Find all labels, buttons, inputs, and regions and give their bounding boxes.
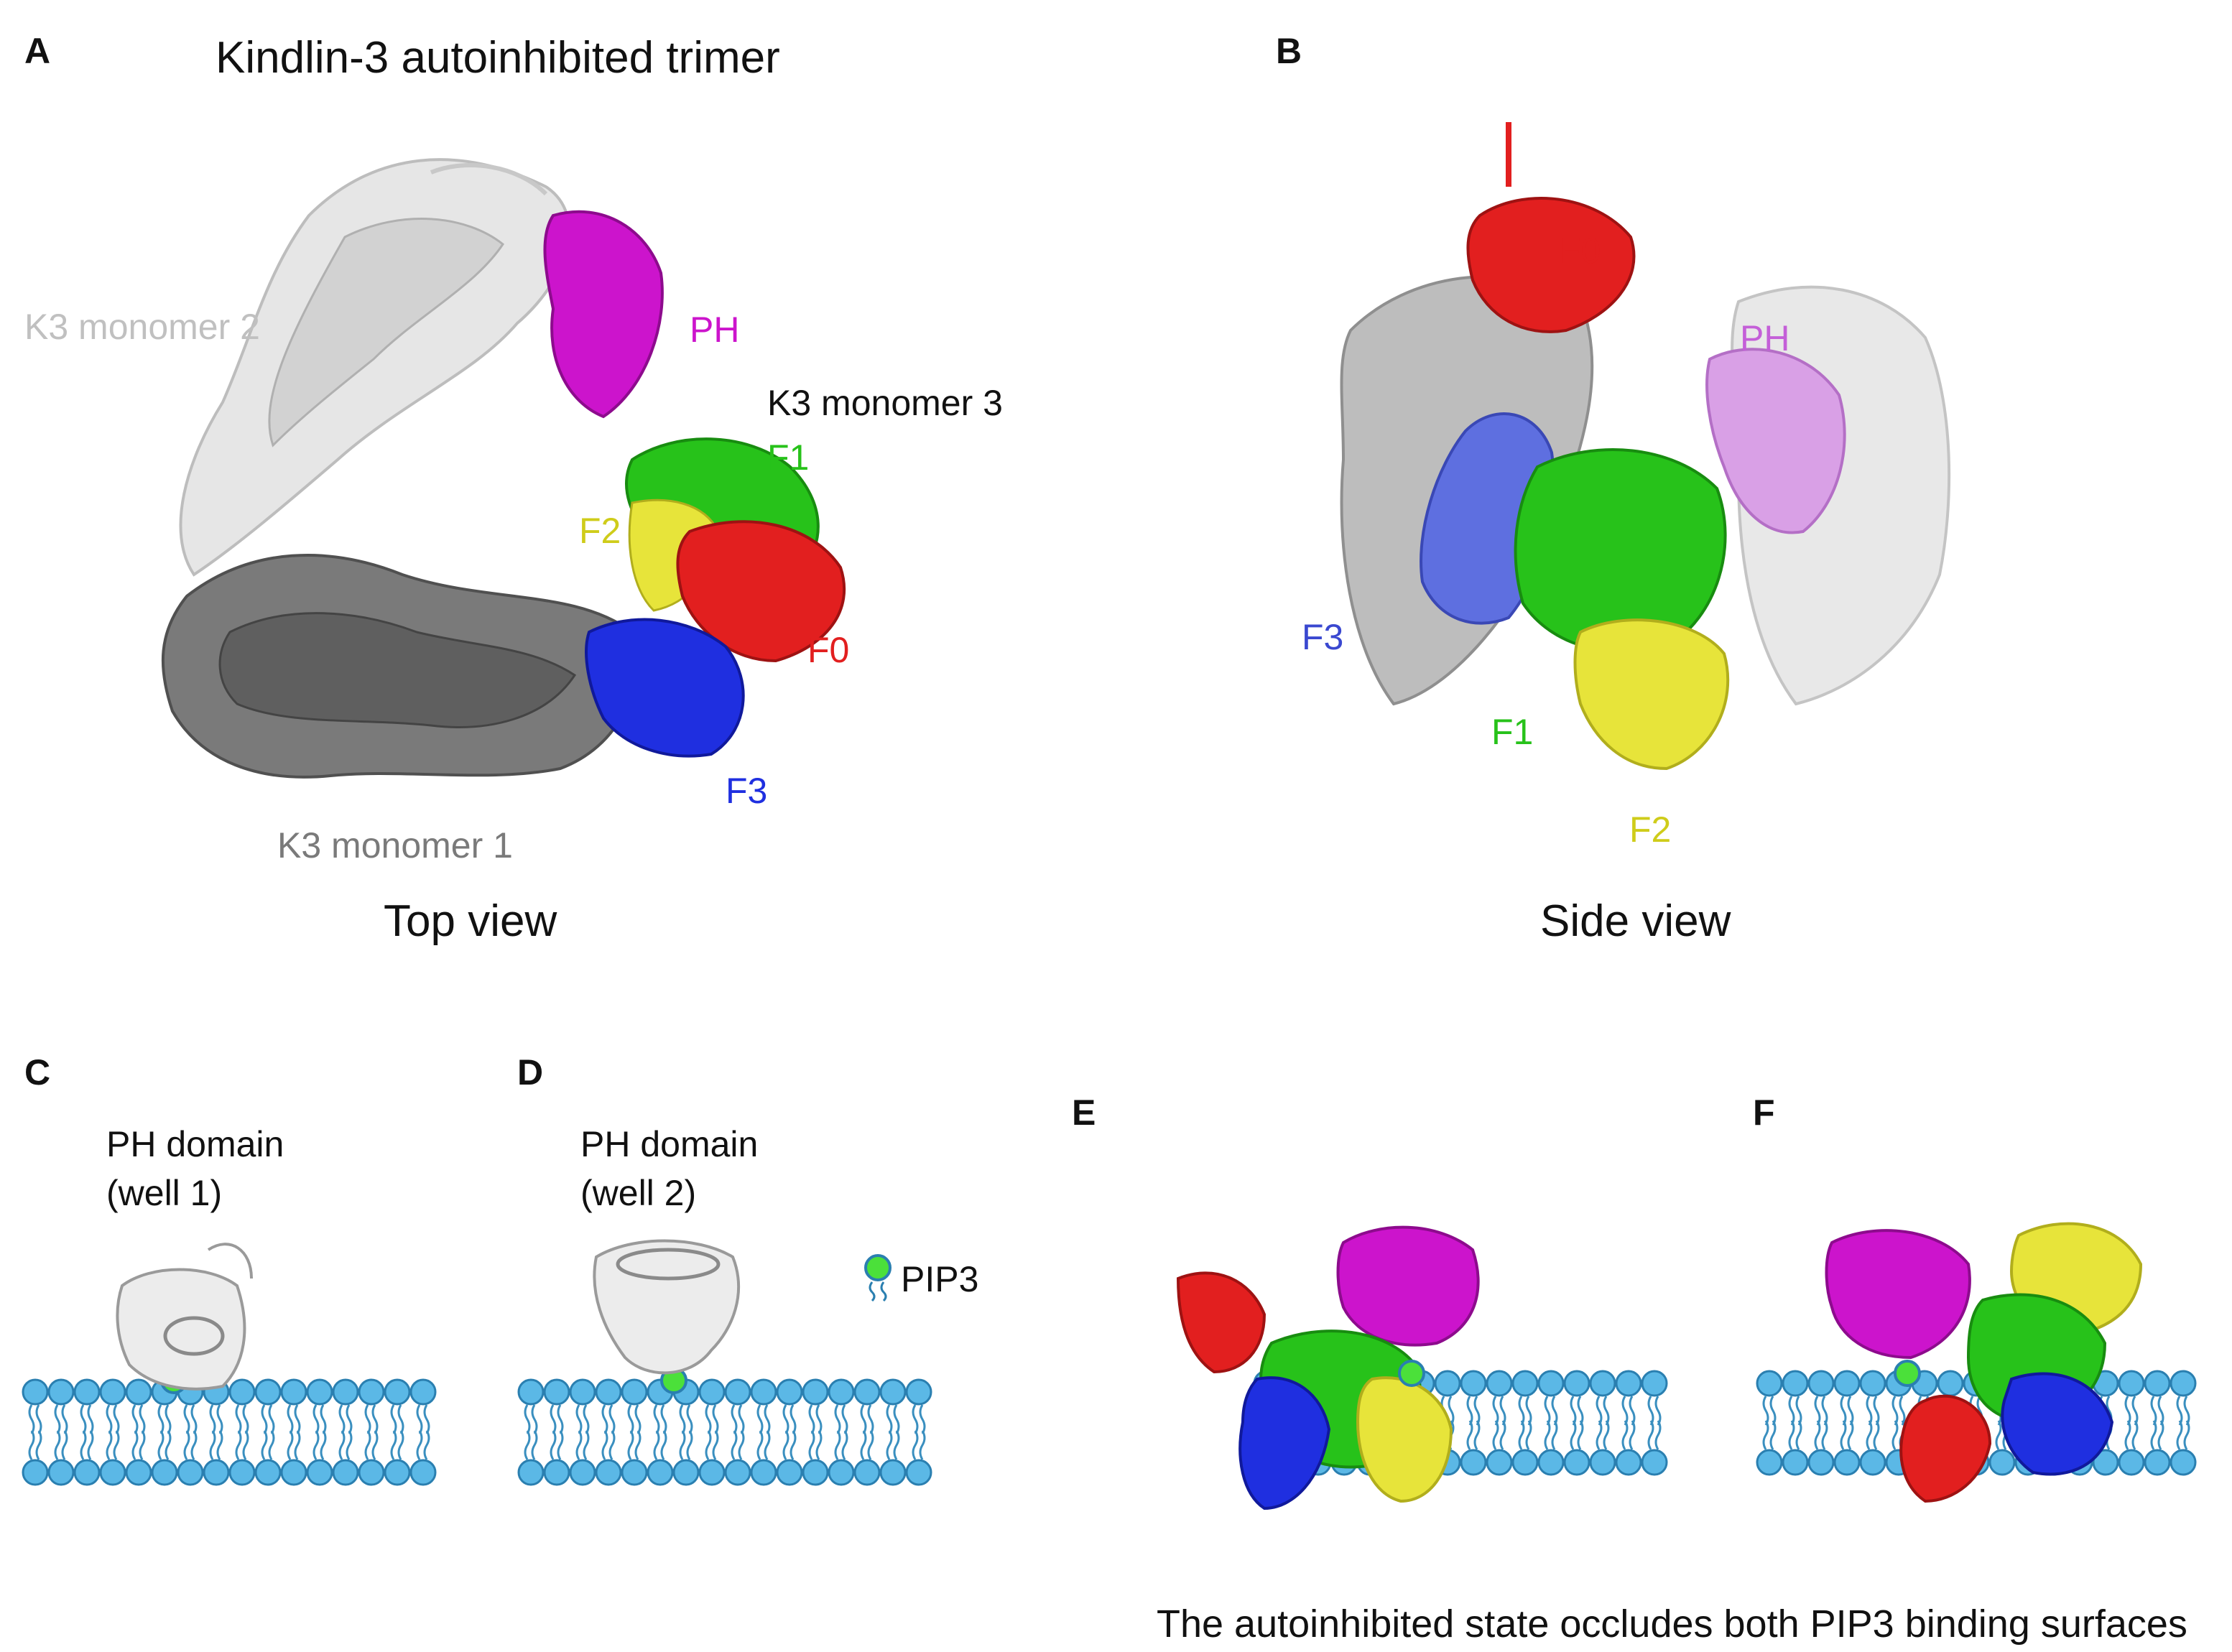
panel-letter-f: F xyxy=(1753,1092,1775,1133)
label-a-f0: F0 xyxy=(807,630,850,670)
label-b-f1: F1 xyxy=(1491,712,1534,752)
panel-letter-b: B xyxy=(1276,31,1302,71)
trimer-top-view xyxy=(161,158,846,779)
membrane-bilayers xyxy=(22,1367,2197,1486)
trimer-side-view xyxy=(1340,122,1951,771)
ph-domain-well1-structure xyxy=(116,1243,253,1391)
autoinhibited-structure-f xyxy=(1825,1222,2143,1503)
label-b-f2: F2 xyxy=(1629,809,1672,850)
ph-domain-well2-structure xyxy=(593,1239,740,1375)
panel-letter-d: D xyxy=(517,1052,544,1092)
pip3-legend-label: PIP3 xyxy=(901,1259,979,1299)
label-a-f1: F1 xyxy=(767,437,810,478)
label-b-f0: F0 xyxy=(1559,231,1601,271)
label-k3-monomer-2: K3 monomer 2 xyxy=(24,307,260,347)
autoinhibited-structure-e xyxy=(1176,1225,1480,1511)
panel-b-view-caption: Side view xyxy=(1540,896,1731,946)
label-b-ph: PH xyxy=(1740,318,1790,358)
panel-letter-c: C xyxy=(24,1052,51,1092)
bottom-caption: The autoinhibited state occludes both PI… xyxy=(1157,1602,2187,1646)
panel-c-title-line2: (well 1) xyxy=(106,1173,223,1213)
label-k3-monomer-1: K3 monomer 1 xyxy=(277,825,513,866)
label-k3-monomer-3: K3 monomer 3 xyxy=(767,383,1003,423)
pip3-legend-icon xyxy=(864,1254,892,1302)
panel-d-title-line2: (well 2) xyxy=(580,1173,697,1213)
label-a-ph: PH xyxy=(690,310,740,350)
label-b-f3: F3 xyxy=(1302,617,1344,657)
label-a-f3: F3 xyxy=(726,771,768,811)
panel-d-title-line1: PH domain xyxy=(580,1124,759,1164)
panel-a-view-caption: Top view xyxy=(384,896,557,946)
panel-letter-a: A xyxy=(24,31,51,71)
panel-c-title-line1: PH domain xyxy=(106,1124,284,1164)
panel-a-title: Kindlin-3 autoinhibited trimer xyxy=(216,33,780,83)
panel-letter-e: E xyxy=(1072,1092,1096,1133)
label-a-f2: F2 xyxy=(579,511,621,551)
